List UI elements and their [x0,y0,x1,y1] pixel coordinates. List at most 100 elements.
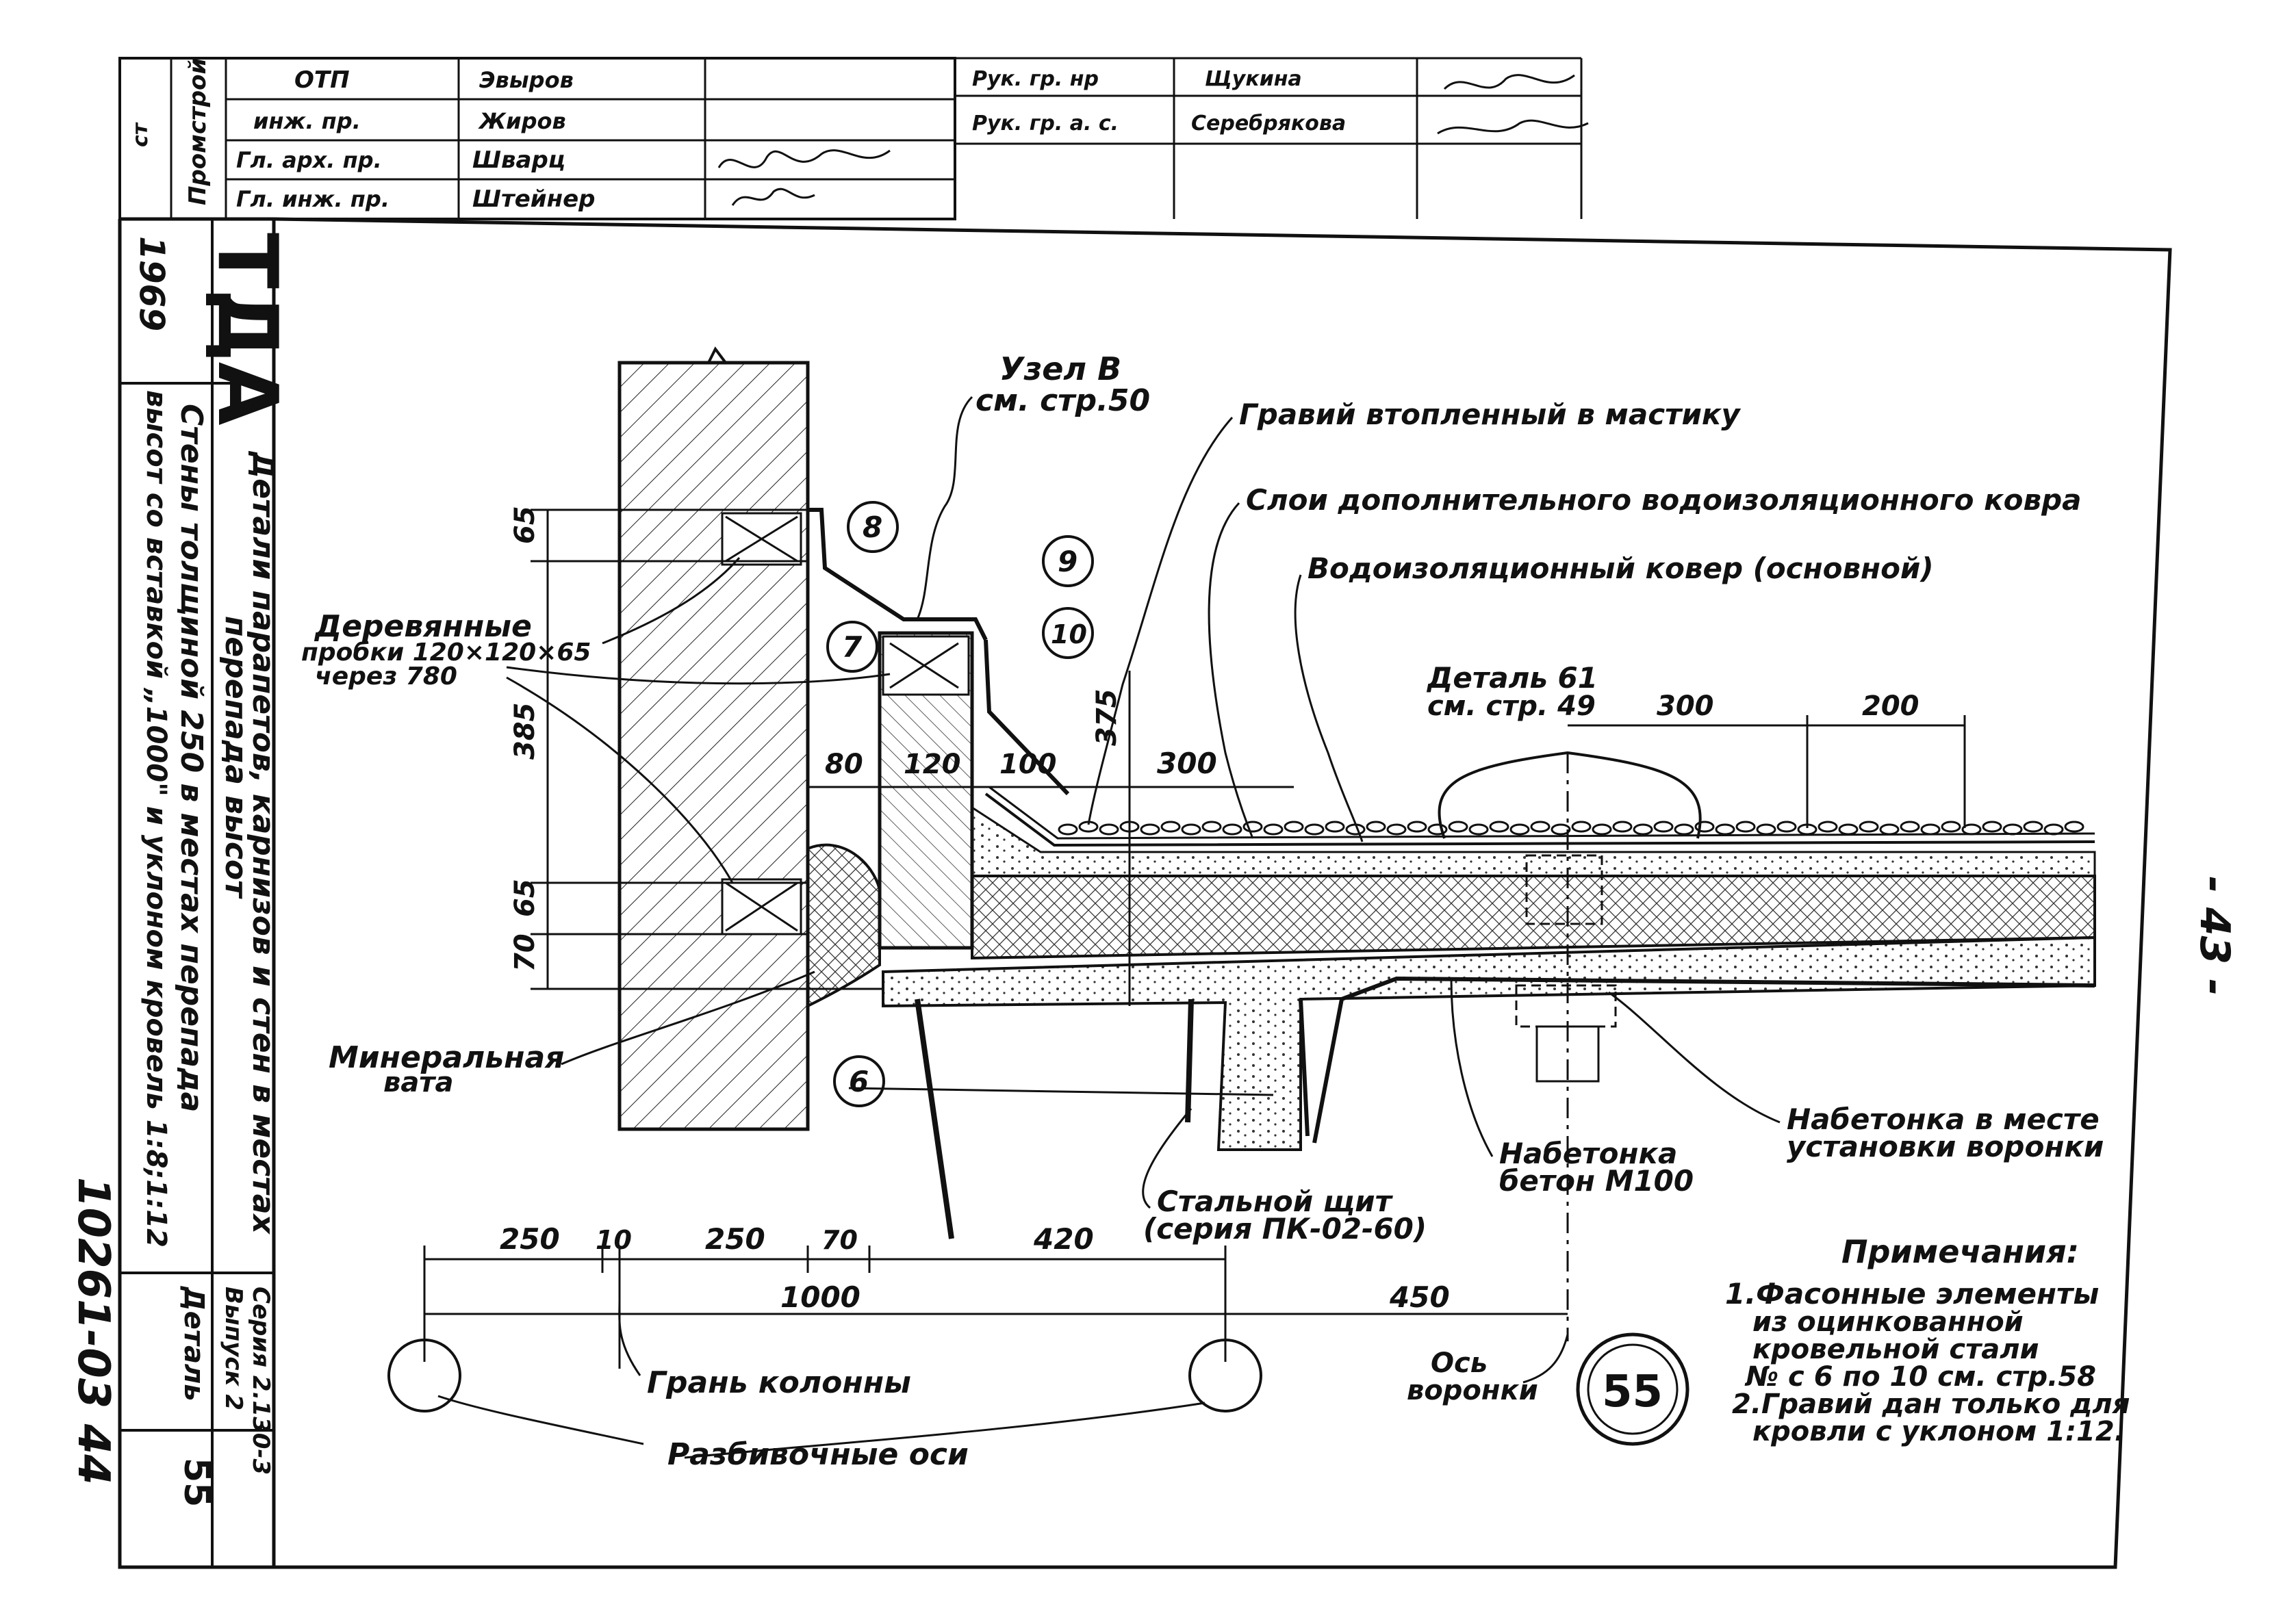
concrete-label-2: бетон М100 [1499,1164,1694,1198]
gravel-label: Гравий втопленный в мастику [1239,398,1741,431]
plugs-label-2: пробки 120×120×65 [301,638,591,667]
stamp-name: Жиров [478,108,566,134]
stamp-role: Гл. арх. пр. [236,147,382,173]
title-stamp: Промстрой ст ОТП Эвыров инж. пр. Жиров Г… [118,57,1589,220]
axis-bubble [387,1339,461,1412]
issue: Выпуск 2 [220,1287,247,1410]
sheet-frame [118,217,2172,1569]
gravel-stone [1674,823,1694,836]
stamp-org: Промстрой [184,58,212,205]
callout-number: 7 [842,630,863,664]
dim-label: 250 [500,1222,560,1256]
flashing-8 [808,508,988,641]
mineral-wool-label: Минеральная [329,1040,564,1075]
page-number: - 43 - [2191,876,2238,996]
gravel-stone [1838,823,1859,836]
note-1-2: из оцинкованной [1752,1306,2024,1338]
gravel-stone [1694,821,1715,833]
dim-label: 300 [1157,747,1217,780]
axis-bubble [1188,1339,1262,1412]
gravel-stone [1612,821,1633,833]
gravel-stone [1715,823,1735,836]
dim-label: 375 [1091,689,1123,747]
note-1-3: кровельной стали [1752,1334,2039,1365]
detail-title-2: перепада высот [218,616,253,899]
gravel-stone [1489,821,1509,833]
callout-number: 10 [1051,619,1087,649]
mineral-wool [806,843,881,1009]
dim-label: 300 [1657,691,1714,722]
stamp-role: Рук. гр. а. с. [972,112,1119,136]
waterproof-carpet [984,792,2095,847]
gravel-stone [1592,823,1612,836]
gravel-stone [1879,823,1900,836]
funnel-concrete-label-2: установки воронки [1787,1130,2104,1163]
series: Серия 2.130-3 [247,1287,275,1475]
dim-label: 120 [904,749,961,780]
gravel-stone [1386,823,1407,836]
node-b-ref: см. стр.50 [975,383,1150,418]
stamp-name: Штейнер [472,185,595,213]
gravel-stone [1900,821,1920,833]
detail-number: 55 [176,1458,217,1507]
gravel-stone [1222,823,1242,836]
dim-label: 100 [999,749,1057,780]
main-carpet-label: Водоизоляционный ковер (основной) [1308,552,1934,585]
dim-label: 420 [1033,1222,1094,1256]
gravel-stone [1776,821,1797,833]
gravel-stone [1242,821,1263,833]
column-face-label: Грань колонны [647,1365,911,1400]
gravel-stone [1551,823,1571,836]
dim-label: 65 [509,506,541,544]
note-2: 2.Гравий дан только для [1732,1389,2130,1420]
detail-subtitle: Стены толщиной 250 в местах перепада [174,404,209,1112]
dim-label: 1000 [780,1280,860,1314]
dim-label: 10 [596,1225,632,1255]
detail-61-ref: см. стр. 49 [1427,691,1596,722]
gravel-stone [1859,821,1879,833]
detail-61-label: Деталь 61 [1426,661,1598,695]
dim-label: 450 [1389,1280,1450,1314]
gravel-stone [1304,823,1325,836]
funnel-axis-label: Ось [1431,1347,1488,1379]
year: 1969 [132,236,172,331]
dim-label: 385 [509,703,541,760]
gravel-stone [1509,823,1530,836]
dim-label: 200 [1862,691,1919,722]
detail-title: Детали парапетов, карнизов и стен в мест… [246,450,281,1235]
gravel-stone [1448,821,1468,833]
concrete-topping [971,805,2096,877]
gravel-stone [1941,821,1961,833]
gravel-stone [1920,823,1941,836]
stamp-role: Рук. гр. нр [972,67,1099,91]
gravel-stone [1756,823,1776,836]
gravel-stone [1181,823,1201,836]
gravel-stone [1140,823,1160,836]
callout-number: 6 [849,1065,869,1098]
funnel-concrete-label: Набетонка в месте [1787,1102,2100,1136]
detail-badge [1576,1332,1689,1446]
signatures [717,74,1589,206]
gravel-stone [1735,821,1756,833]
note-1: 1.Фасонные элементы [1725,1277,2099,1311]
axes-label: Разбивочные оси [667,1437,969,1472]
stamp-name: Щукина [1205,67,1302,91]
gravel-stone [1058,823,1078,836]
dim-label: 250 [705,1222,765,1256]
extra-layer-label: Слои дополнительного водоизоляционного к… [1246,483,2081,517]
concrete-label: Набетонка [1499,1137,1677,1170]
gravel-stone [1961,823,1982,836]
node-b-label: Узел В [999,350,1121,387]
note-2-2: кровли с уклоном 1:12. [1752,1416,2125,1447]
gravel-stone [2023,821,2043,833]
callouts: 6 7 8 9 10 [826,501,1094,1107]
stamp-name: Эвыров [479,67,574,93]
dim-label: 70 [821,1225,858,1255]
brick-wall [617,361,810,1131]
drawing-code: 10261-03 44 [68,1177,118,1485]
steel-shield-label: Стальной щит [1157,1185,1394,1218]
stamp-rows: ОТП Эвыров инж. пр. Жиров Гл. арх. пр. Ш… [236,66,1346,213]
callout-number: 8 [863,511,882,544]
detail-badge-number: 55 [1602,1367,1663,1417]
